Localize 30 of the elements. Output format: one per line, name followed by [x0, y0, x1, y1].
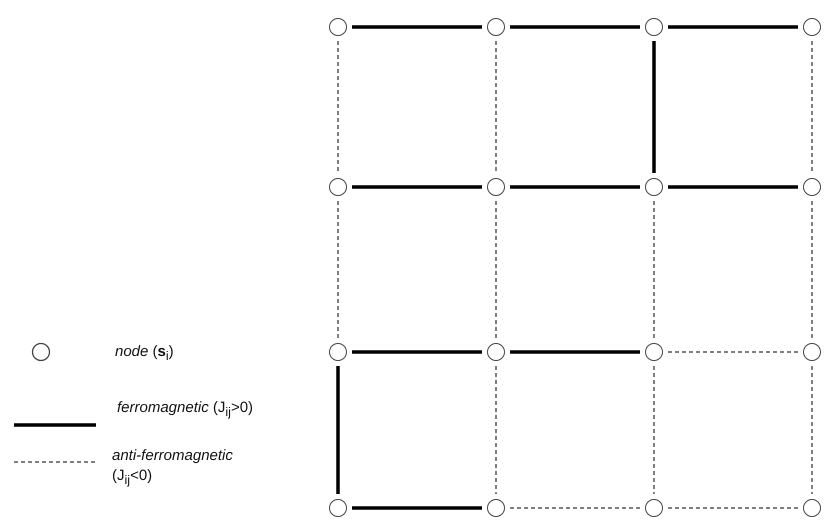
node-circle [645, 178, 663, 196]
solid-line [668, 185, 798, 189]
node-circle [803, 343, 821, 361]
node-circle [803, 18, 821, 36]
solid-line [352, 506, 482, 510]
node-circle [329, 18, 347, 36]
node-circle [645, 499, 663, 517]
node-circle [487, 499, 505, 517]
node-circle [487, 18, 505, 36]
node-circle [803, 499, 821, 517]
node-circle [645, 343, 663, 361]
node-circle [803, 178, 821, 196]
node-circle [329, 343, 347, 361]
solid-line [668, 25, 798, 29]
legend-text: anti-ferromagnetic (J$_{ij}$<0) [112, 446, 234, 489]
solid-line [352, 25, 482, 29]
node-circle [645, 18, 663, 36]
solid-line [336, 366, 340, 494]
node-circle [487, 343, 505, 361]
solid-line [352, 185, 482, 189]
node-circle [329, 499, 347, 517]
node-circle [487, 178, 505, 196]
solid-line [510, 25, 640, 29]
legend-text: node (s$_{i}$) [115, 342, 175, 365]
solid-line [510, 185, 640, 189]
node-circle [329, 178, 347, 196]
solid-line [652, 41, 656, 173]
legend-text: ferromagnetic (J$_{ij}$>0) [117, 398, 254, 421]
solid-line [510, 350, 640, 354]
solid-line [352, 350, 482, 354]
